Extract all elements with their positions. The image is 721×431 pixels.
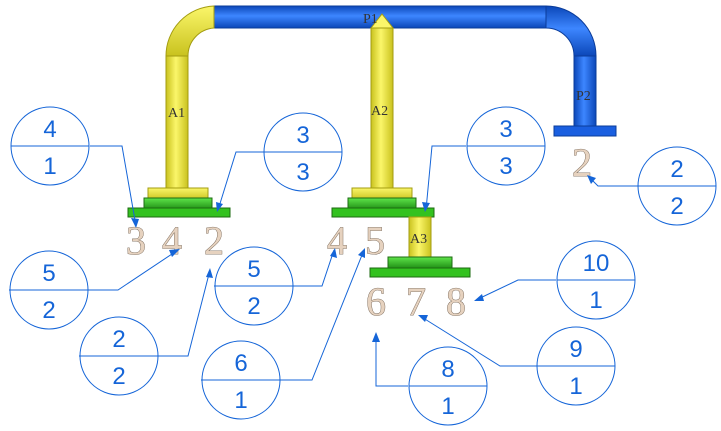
balloon-top-number: 5 <box>42 260 55 287</box>
balloon-bottom-number: 1 <box>43 153 56 180</box>
port-number: 3 <box>126 218 146 263</box>
balloon-top-number: 2 <box>670 156 683 183</box>
balloon-top-number: 3 <box>499 116 512 143</box>
arrowhead <box>131 218 139 228</box>
balloon-bottom-number: 1 <box>589 287 602 314</box>
a3-flange <box>369 267 471 278</box>
leader-line <box>375 334 408 387</box>
balloon-callout: 52 <box>214 246 294 326</box>
a1-flange <box>127 207 231 218</box>
balloon-callout: 61 <box>201 340 281 420</box>
balloon-callout: 41 <box>10 106 90 186</box>
balloon-top-number: 4 <box>43 116 56 143</box>
balloon-top-number: 10 <box>583 250 610 277</box>
balloon-top-number: 6 <box>234 350 247 377</box>
pipe-a3 <box>369 216 471 278</box>
balloon-bottom-number: 1 <box>569 373 582 400</box>
a2-flange <box>331 207 435 218</box>
p2-flange <box>553 125 617 137</box>
balloon-bottom-number: 2 <box>670 193 683 220</box>
balloon-top-number: 5 <box>247 256 260 283</box>
leader-line <box>425 145 466 211</box>
balloon-bottom-number: 3 <box>499 153 512 180</box>
arrowhead <box>587 175 596 184</box>
pipe-label-a3: A3 <box>410 232 427 247</box>
balloon-callout: 101 <box>556 240 636 320</box>
balloon-callout: 33 <box>263 112 343 192</box>
port-number: 2 <box>572 140 592 185</box>
balloon-callout: 22 <box>637 146 717 226</box>
pipe-a2 <box>331 13 435 218</box>
arrowhead <box>422 202 430 212</box>
arrowhead <box>358 248 365 258</box>
balloon-bottom-number: 2 <box>112 363 125 390</box>
balloon-callout: 33 <box>466 106 546 186</box>
port-number: 2 <box>204 218 224 263</box>
pipe-a1 <box>127 5 231 218</box>
leader-line <box>475 279 556 301</box>
arrowhead <box>474 294 484 301</box>
balloon-callout: 22 <box>79 316 159 396</box>
balloon-top-number: 9 <box>569 336 582 363</box>
port-number: 7 <box>406 279 426 324</box>
arrowhead <box>330 248 337 258</box>
leader-arrowheads <box>131 175 596 342</box>
balloon-top-number: 3 <box>296 122 309 149</box>
pipe-p1 <box>213 5 597 57</box>
balloon-bottom-number: 2 <box>247 293 260 320</box>
pipe-label-p2: P2 <box>576 89 591 104</box>
arrowhead <box>418 315 428 322</box>
pipe-p2 <box>553 55 617 137</box>
pipe-label-a2: A2 <box>371 104 388 119</box>
port-number: 5 <box>365 218 385 263</box>
balloon-bottom-number: 1 <box>234 387 247 414</box>
balloon-callout: 91 <box>536 326 616 406</box>
balloon-top-number: 8 <box>441 356 454 383</box>
pipe-label-a1: A1 <box>168 106 185 121</box>
balloon-bottom-number: 1 <box>441 393 454 420</box>
leader-line <box>90 145 137 227</box>
arrowhead <box>206 268 213 278</box>
arrowhead <box>372 332 380 342</box>
arrowhead <box>169 249 180 257</box>
port-number: 6 <box>366 279 386 324</box>
arrowhead <box>216 202 223 212</box>
balloon-top-number: 2 <box>112 326 125 353</box>
balloon-callout: 52 <box>9 250 89 330</box>
balloon-bottom-number: 2 <box>42 297 55 324</box>
leader-line <box>217 151 264 211</box>
port-number: 8 <box>446 279 466 324</box>
pipe-label-p1: P1 <box>363 12 378 27</box>
leader-line <box>587 175 638 187</box>
balloon-callout: 81 <box>408 346 488 426</box>
leader-line <box>419 315 538 367</box>
balloon-bottom-number: 3 <box>296 159 309 186</box>
port-number: 4 <box>327 218 347 263</box>
